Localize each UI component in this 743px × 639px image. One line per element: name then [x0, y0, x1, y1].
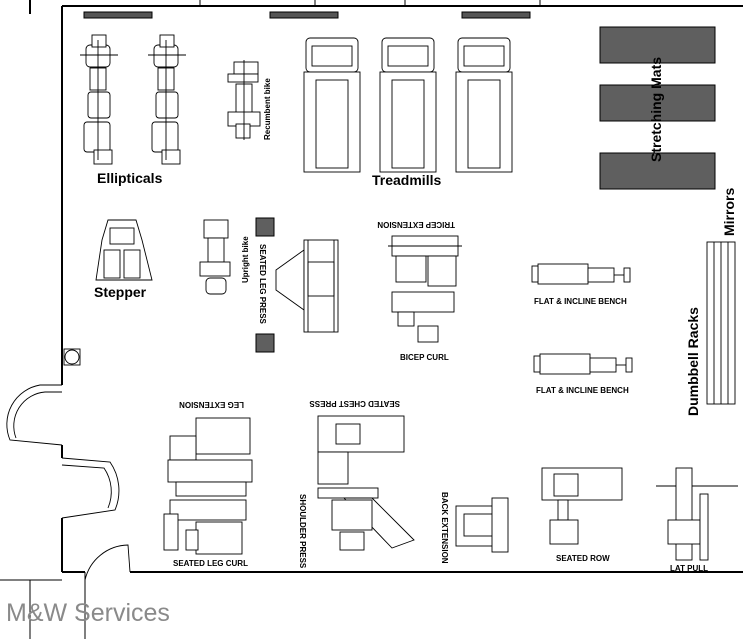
pillar — [64, 349, 80, 365]
seated-chest-press-label: SEATED CHEST PRESS — [309, 399, 400, 408]
dumbbell-racks-label: Dumbbell Racks — [685, 307, 701, 416]
door-swing-upper — [6, 384, 63, 446]
door-swing-bottom — [84, 544, 131, 581]
stretching-mat-1 — [599, 26, 716, 64]
tricep-extension-label: TRICEP EXTENSION — [377, 220, 455, 229]
leg-extension — [167, 417, 253, 497]
upright-bike — [199, 219, 231, 295]
leg-extension-label: LEG EXTENSION — [179, 400, 244, 409]
elliptical-1 — [80, 34, 118, 165]
treadmills-label: Treadmills — [372, 172, 441, 188]
seated-leg-curl — [163, 499, 247, 555]
treadmill-2 — [379, 37, 437, 173]
treadmill-1 — [303, 37, 361, 173]
dumbbell-racks — [706, 241, 736, 405]
shoulder-press-label: SHOULDER PRESS — [298, 494, 307, 569]
watermark-logo: M&W Services — [6, 599, 170, 627]
tricep-extension — [388, 235, 462, 287]
window-sill-2 — [269, 11, 339, 19]
back-extension — [455, 497, 509, 553]
flat-incline-bench-1-label: FLAT & INCLINE BENCH — [534, 297, 627, 306]
lat-pull-label: LAT PULL — [670, 564, 708, 573]
recumbent-bike — [227, 60, 261, 140]
stretching-mats-label: Stretching Mats — [648, 57, 664, 162]
shoulder-press — [317, 487, 415, 551]
seated-leg-curl-label: SEATED LEG CURL — [173, 559, 248, 568]
flat-incline-bench-1 — [531, 263, 631, 285]
upright-bike-label: Upright bike — [241, 236, 250, 283]
stretching-mats — [599, 26, 716, 190]
treadmill-3 — [455, 37, 513, 173]
lat-pull — [656, 467, 738, 561]
stretching-mat-3 — [599, 152, 716, 190]
seated-row — [541, 467, 623, 545]
seated-leg-press-label: SEATED LEG PRESS — [258, 244, 267, 325]
flat-incline-bench-2-label: FLAT & INCLINE BENCH — [536, 386, 629, 395]
seated-chest-press — [317, 415, 405, 485]
seated-leg-press — [255, 217, 339, 353]
recumbent-bike-label: Recumbent bike — [263, 78, 272, 140]
back-extension-label: BACK EXTENSION — [440, 492, 449, 564]
stepper — [95, 219, 153, 281]
stepper-label: Stepper — [94, 284, 147, 300]
bicep-curl-label: BICEP CURL — [400, 353, 449, 362]
bicep-curl — [391, 291, 455, 343]
flat-incline-bench-2 — [533, 353, 633, 375]
window-sill-1 — [83, 11, 153, 19]
ellipticals-label: Ellipticals — [97, 170, 163, 186]
door-swing-lower — [61, 457, 120, 519]
doors — [6, 348, 131, 581]
mirrors-label: Mirrors — [721, 188, 737, 236]
elliptical-2 — [148, 34, 186, 165]
seated-row-label: SEATED ROW — [556, 554, 610, 563]
window-sill-3 — [461, 11, 531, 19]
windows — [83, 0, 541, 19]
stretching-mat-2 — [599, 84, 716, 122]
